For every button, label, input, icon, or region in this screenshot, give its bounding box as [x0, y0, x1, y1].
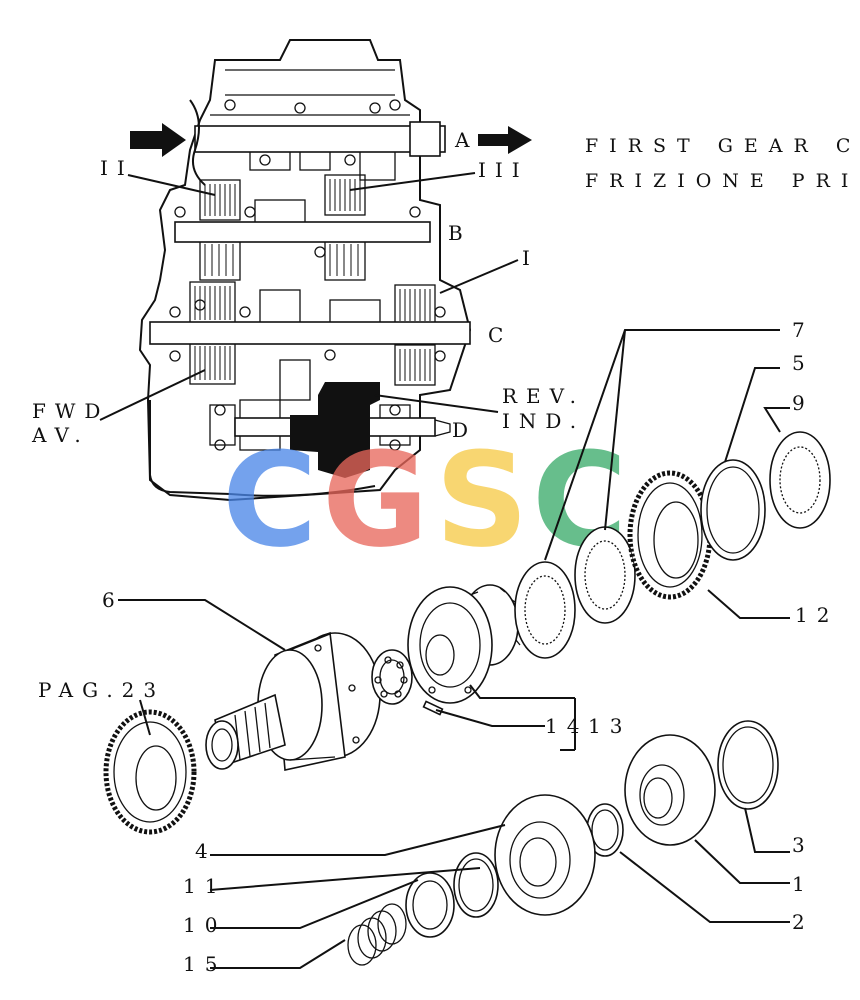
label-ii: II [100, 156, 134, 180]
part-11-ring [453, 852, 499, 918]
leader-i [439, 259, 519, 294]
callout-5: 5 [792, 351, 814, 375]
part-14-pin [422, 700, 444, 716]
callout-3: 3 [792, 833, 814, 857]
label-d: D [452, 418, 477, 442]
part-6-clutch-drum [205, 631, 381, 771]
callout-7: 7 [792, 318, 814, 342]
part-13-hub-gear [407, 584, 521, 704]
input-arrow-icon [130, 123, 186, 157]
callout-15: 15 [183, 952, 226, 976]
callout-13: 13 [588, 714, 631, 738]
label-b: B [448, 221, 472, 245]
label-ind: IND. [502, 409, 585, 433]
header-line-1: FIRST GEAR C [585, 135, 860, 157]
part-5-ring [700, 459, 766, 561]
part-9-disc [769, 431, 831, 529]
part-7-friction-discs [514, 526, 636, 659]
pag-23-gear [103, 709, 197, 835]
cgsc-watermark: C G S C [222, 424, 627, 576]
watermark-letter-2: G [322, 424, 429, 576]
bearing [371, 649, 413, 705]
callout-6: 6 [102, 588, 124, 612]
callout-11: 11 [183, 874, 226, 898]
header-line-2: FRIZIONE PRI [585, 170, 859, 192]
pag-reference: PAG.23 [38, 678, 165, 702]
part-4-plate [494, 794, 596, 916]
part-2-oring-inner [591, 809, 619, 851]
callout-4: 4 [195, 839, 217, 863]
callout-9: 9 [792, 391, 814, 415]
part-12-toothed-disc [627, 470, 713, 600]
leader-fwd [99, 369, 206, 421]
output-arrow-icon [478, 126, 532, 154]
callout-12: 12 [795, 603, 838, 627]
callout-leaders [118, 329, 790, 969]
label-i: I [522, 246, 539, 270]
part-10-sleeve [405, 872, 455, 938]
transmission-cross-section [138, 39, 472, 502]
leader-rev [374, 394, 499, 413]
label-av: AV. [31, 423, 90, 447]
callout-10: 10 [183, 913, 226, 937]
watermark-letter-1: C [222, 424, 317, 576]
part-1-piston [624, 734, 716, 846]
leader-iii [349, 172, 476, 191]
part-15-spring [347, 903, 407, 966]
label-c: C [488, 323, 512, 347]
watermark-letter-3: S [435, 424, 529, 576]
callout-1: 1 [792, 872, 814, 896]
callout-2: 2 [792, 910, 814, 934]
part-3-ring [717, 720, 779, 810]
label-a: A [454, 128, 478, 152]
leader-ii [127, 174, 216, 196]
label-iii: III [478, 158, 529, 182]
label-fwd: FWD [32, 399, 109, 423]
callout-14: 14 [545, 714, 588, 738]
label-rev: REV. [502, 384, 585, 408]
